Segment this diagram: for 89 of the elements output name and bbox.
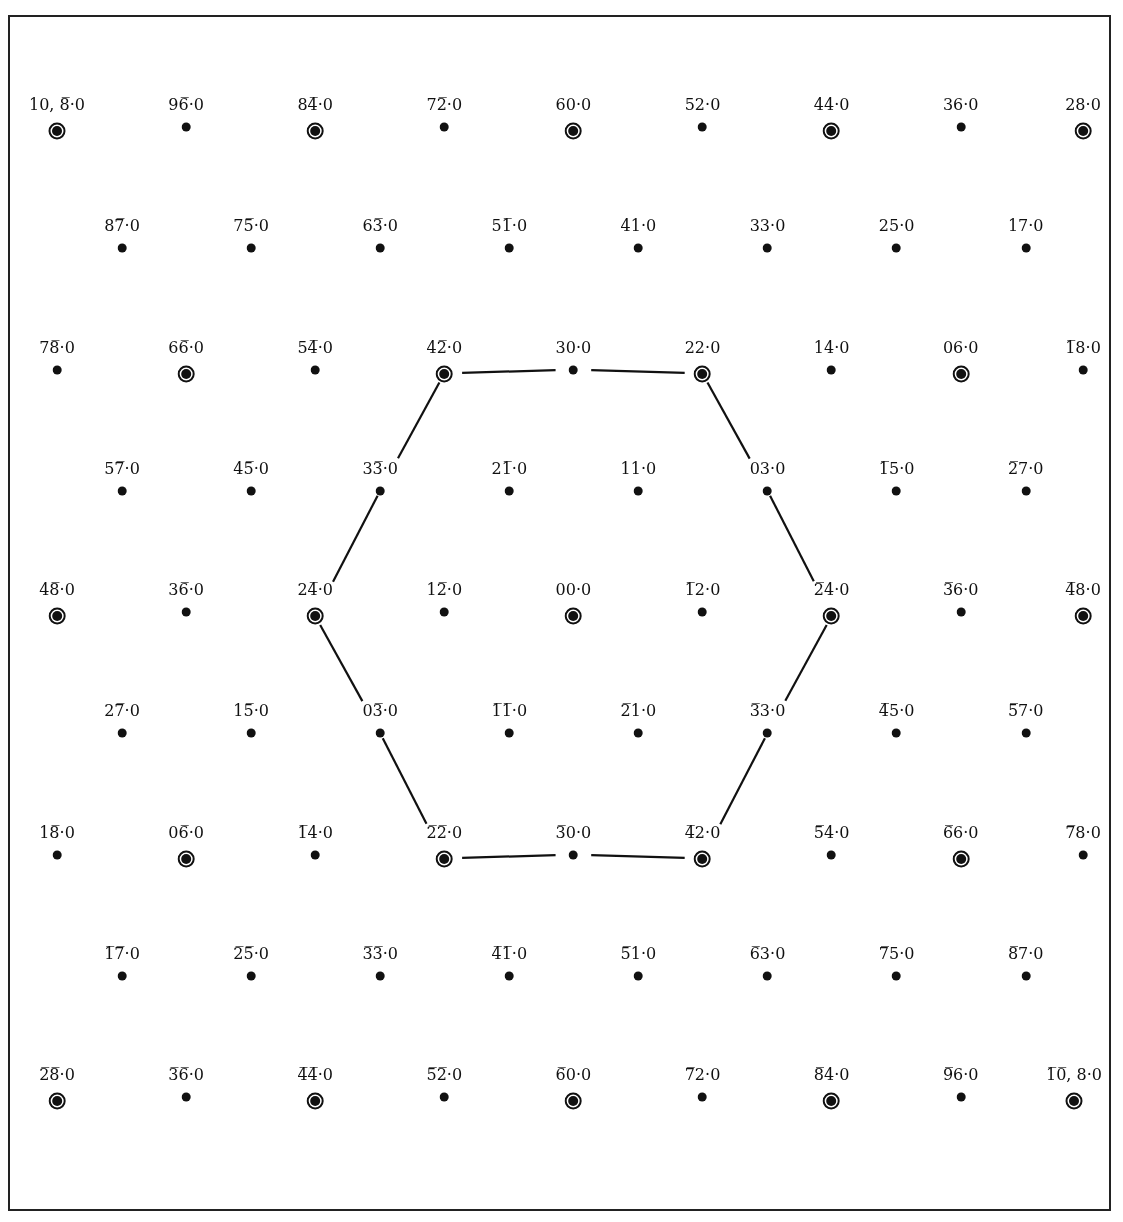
spot-label: 57̅·0 <box>104 457 140 480</box>
spot-label: 52·0 <box>684 94 721 116</box>
spot-label: 1̅2·0 <box>684 579 721 601</box>
spot-label: 24̅·0 <box>297 579 333 601</box>
connecting-line <box>319 624 364 702</box>
spot-label: 3̅6̅·0 <box>168 1064 204 1086</box>
spot-label: 7̅5·0 <box>878 942 915 965</box>
spot-label: 1̅0̅, 8·0 <box>1046 1064 1102 1086</box>
spot-label: 1̅8·0 <box>1065 336 1101 359</box>
spot-label: 9̅6·0 <box>942 1064 979 1086</box>
spot-label: 00·0 <box>555 579 592 601</box>
spot-label: 84̅·0 <box>297 94 333 116</box>
spot-label: 51̅·0 <box>491 215 528 238</box>
spot-label: 1̅4·0 <box>297 821 333 844</box>
spot-label: 06̅·0 <box>168 821 204 844</box>
spot-label: 75̅·0 <box>233 215 269 238</box>
spot-label: 3̅0·0 <box>555 821 592 844</box>
spot-label: 4̅8·0 <box>1065 579 1101 601</box>
connecting-line <box>462 368 556 375</box>
spot-label: 25·0 <box>878 215 915 238</box>
spot-label: 28·0 <box>1065 94 1101 116</box>
spot-label: 2̅4·0 <box>813 579 850 601</box>
connecting-line <box>381 737 428 825</box>
spot-label: 1̅5·0 <box>878 457 915 480</box>
spot-label: 12̅·0 <box>426 579 463 601</box>
spot-label: 21̅·0 <box>491 457 528 480</box>
spot-label: 60·0 <box>555 94 592 116</box>
spot-label: 2̅8̅·0 <box>39 1064 75 1086</box>
spot-label: 3̅3·0 <box>749 700 786 723</box>
spot-label: 14·0 <box>813 336 850 359</box>
spot-label: 96̅·0 <box>168 94 204 116</box>
spot-label: 18̅·0 <box>39 821 75 844</box>
spot-label: 6̅0·0 <box>555 1064 592 1086</box>
spot-label: 5̅2̅·0 <box>426 1064 463 1086</box>
spot-label: 33·0 <box>749 215 786 238</box>
spot-label: 22·0 <box>684 336 721 359</box>
spot-label: 5̅4·0 <box>813 821 850 844</box>
spot-label: 4̅4̅·0 <box>297 1064 333 1086</box>
spot-label: 06·0 <box>942 336 979 359</box>
spot-label: 42̅·0 <box>426 336 463 359</box>
spot-label: 03·0 <box>749 457 786 480</box>
spot-label: 36̅·0 <box>168 579 204 601</box>
spot-label: 33̅·0 <box>362 457 398 480</box>
spot-label: 10, 8̅·0 <box>29 94 85 116</box>
spot-label: 63̅·0 <box>362 215 398 238</box>
connecting-line <box>397 381 441 459</box>
spot-label: 36·0 <box>942 94 979 116</box>
connecting-line <box>332 495 379 583</box>
spot-label: 1̅1̅·0 <box>491 700 528 723</box>
spot-label: 5̅7·0 <box>1007 700 1044 723</box>
spot-label: 2̅5̅·0 <box>233 942 269 965</box>
spot-label: 87̅·0 <box>104 215 140 238</box>
spot-label: 6̅3·0 <box>749 942 786 965</box>
spot-label: 15̅·0 <box>233 700 269 723</box>
spot-label: 27̅·0 <box>104 700 140 723</box>
connecting-line <box>784 624 828 702</box>
spot-label: 2̅2̅·0 <box>426 821 463 844</box>
spot-label: 41·0 <box>620 215 657 238</box>
spot-label: 66̅·0 <box>168 336 204 359</box>
spot-label: 17·0 <box>1007 215 1044 238</box>
spot-label: 5̅1·0 <box>620 942 657 965</box>
spot-label: 7̅2·0 <box>684 1064 721 1086</box>
spot-label: 1̅7̅·0 <box>104 942 140 965</box>
connecting-line <box>591 853 685 860</box>
connecting-line <box>462 853 556 860</box>
spot-label: 7̅8·0 <box>1065 821 1101 844</box>
spot-label: 30·0 <box>555 336 592 359</box>
spot-label: 4̅1̅·0 <box>491 942 528 965</box>
spot-label: 45̅·0 <box>233 457 269 480</box>
connecting-line <box>706 381 751 460</box>
connecting-line <box>769 495 815 582</box>
spot-label: 2̅7·0 <box>1007 457 1044 480</box>
spot-label: 8̅7·0 <box>1007 942 1044 965</box>
spot-label: 72̅·0 <box>426 94 463 116</box>
spot-label: 4̅5·0 <box>878 700 915 723</box>
spot-label: 3̅6·0 <box>942 579 979 601</box>
spot-label: 11·0 <box>620 457 657 480</box>
spot-label: 54̅·0 <box>297 336 333 359</box>
connecting-line <box>719 737 766 825</box>
spot-label: 6̅6·0 <box>942 821 979 844</box>
spot-label: 3̅3̅·0 <box>362 942 398 965</box>
spot-label: 78̅·0 <box>39 336 75 359</box>
spot-label: 48̅·0 <box>39 579 75 601</box>
connecting-line <box>591 368 685 375</box>
spot-label: 4̅2·0 <box>684 821 721 844</box>
spot-label: 8̅4·0 <box>813 1064 850 1086</box>
spot-label: 44·0 <box>813 94 850 116</box>
spot-label: 2̅1·0 <box>620 700 657 723</box>
spot-label: 03̅·0 <box>362 700 398 723</box>
